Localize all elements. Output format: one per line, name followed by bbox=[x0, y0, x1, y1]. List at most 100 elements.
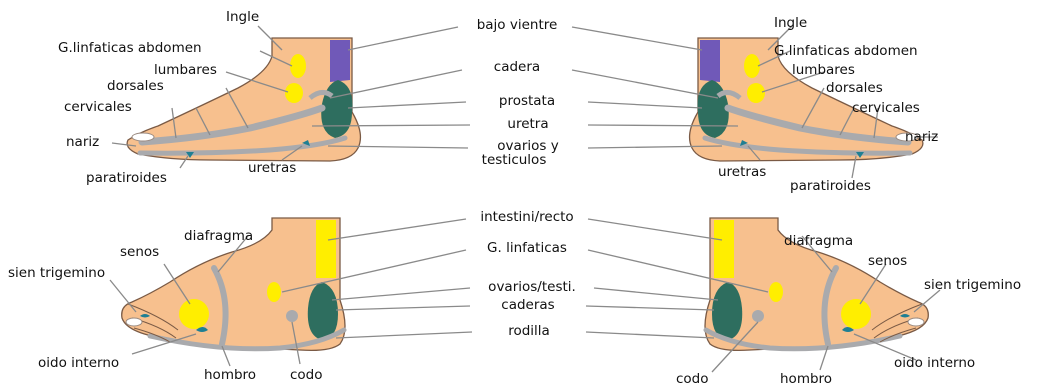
label-lumbares: lumbares bbox=[154, 62, 217, 78]
yellow-spot bbox=[290, 54, 306, 78]
label-codo: codo bbox=[676, 371, 709, 387]
teal-spot bbox=[740, 140, 748, 146]
top-right-foot bbox=[688, 37, 924, 162]
bottom-left-foot bbox=[121, 217, 347, 352]
label-paratiroides: paratiroides bbox=[86, 170, 167, 186]
label-lumbares: lumbares bbox=[792, 62, 855, 78]
label-senos: senos bbox=[868, 253, 908, 269]
leader-line bbox=[171, 107, 177, 139]
green-zone bbox=[712, 282, 743, 340]
leader-line bbox=[331, 287, 471, 301]
leader-line bbox=[873, 107, 879, 139]
sole-band bbox=[147, 327, 347, 352]
yellow-spot bbox=[285, 83, 303, 103]
toe-nail bbox=[125, 317, 143, 327]
leader-line bbox=[221, 345, 231, 367]
label-intestini-recto: intestini/recto bbox=[480, 209, 574, 225]
leader-line bbox=[747, 145, 761, 161]
leader-line bbox=[217, 235, 249, 273]
label-hombro: hombro bbox=[204, 367, 257, 383]
bone-spot bbox=[286, 310, 298, 322]
teal-spot bbox=[196, 327, 208, 332]
leader-line bbox=[281, 249, 467, 293]
teal-spot bbox=[842, 327, 854, 332]
leader-line bbox=[913, 289, 941, 313]
label-cervicales: cervicales bbox=[64, 99, 132, 115]
leader-line bbox=[761, 71, 825, 93]
label-ingle: Ingle bbox=[226, 9, 260, 25]
teal-spot bbox=[302, 140, 310, 146]
leader-line bbox=[767, 25, 793, 51]
leader-line bbox=[585, 331, 715, 339]
leader-line bbox=[225, 71, 289, 93]
leader-line bbox=[111, 142, 137, 147]
hip-arc bbox=[716, 90, 742, 100]
label-ingle: Ingle bbox=[774, 15, 808, 31]
hip-arc bbox=[308, 90, 334, 100]
bone-spot bbox=[752, 310, 764, 322]
label-sien-trigemino: sien trigemino bbox=[924, 277, 1022, 293]
leader-lines bbox=[109, 25, 941, 373]
leader-line bbox=[335, 305, 471, 311]
label-rodilla: rodilla bbox=[508, 323, 550, 339]
label-senos: senos bbox=[120, 244, 160, 260]
leader-line bbox=[801, 87, 825, 129]
teal-spot bbox=[900, 314, 910, 318]
leader-line bbox=[335, 331, 473, 339]
label-g-linfaticas-abdomen: G.linfaticas abdomen bbox=[58, 40, 202, 56]
label-oido-interno: oido interno bbox=[894, 355, 976, 371]
label-codo: codo bbox=[290, 367, 323, 383]
leader-line bbox=[291, 321, 301, 365]
label-dorsales: dorsales bbox=[826, 80, 883, 96]
leader-line bbox=[587, 145, 723, 149]
label-nariz: nariz bbox=[905, 129, 939, 145]
leader-line bbox=[179, 155, 189, 169]
diafragma-band bbox=[821, 265, 839, 347]
leader-line bbox=[109, 279, 137, 313]
leader-line bbox=[587, 101, 703, 109]
yellow-spot bbox=[744, 54, 760, 78]
label-uretra: uretra bbox=[507, 116, 549, 132]
green-zone bbox=[307, 282, 338, 340]
leader-line bbox=[259, 50, 293, 67]
leader-line bbox=[587, 218, 723, 241]
leader-line bbox=[347, 101, 467, 109]
yellow-spot bbox=[747, 83, 765, 103]
label-dorsales: dorsales bbox=[107, 78, 164, 94]
teal-spot bbox=[186, 152, 194, 158]
yellow-spot bbox=[267, 282, 281, 302]
leader-line bbox=[225, 87, 249, 129]
leader-line bbox=[587, 249, 769, 293]
leader-line bbox=[839, 107, 855, 136]
leader-line bbox=[327, 218, 467, 241]
leader-line bbox=[195, 107, 211, 136]
leader-line bbox=[257, 25, 283, 51]
leader-line bbox=[819, 345, 829, 371]
leader-line bbox=[801, 235, 833, 273]
leader-line bbox=[311, 124, 471, 127]
label-ovarios-testiculos-line2: testiculos bbox=[481, 152, 547, 168]
spine-band bbox=[724, 104, 912, 146]
leader-line bbox=[329, 69, 463, 99]
leader-line bbox=[281, 145, 303, 161]
leader-line bbox=[585, 305, 715, 311]
yellow-spot bbox=[179, 299, 209, 329]
label-ovarios-testiculos-line1: ovarios y bbox=[497, 138, 559, 154]
label-g-linfaticas: G. linfaticas bbox=[487, 240, 567, 256]
yellow-spot bbox=[841, 299, 871, 329]
yellow-zone bbox=[316, 220, 336, 278]
leader-line bbox=[131, 333, 197, 355]
label-nariz: nariz bbox=[66, 134, 100, 150]
label-cadera: cadera bbox=[493, 59, 541, 75]
label-oido-interno: oido interno bbox=[38, 355, 120, 371]
label-diafragma: diafragma bbox=[784, 233, 854, 249]
sole-band bbox=[702, 135, 913, 156]
leader-line bbox=[587, 124, 739, 127]
label-sien-trigemino: sien trigemino bbox=[8, 265, 106, 281]
purple-zone bbox=[330, 40, 350, 82]
leader-line bbox=[851, 155, 857, 179]
label-uretras: uretras bbox=[718, 164, 767, 180]
sole-band bbox=[137, 135, 348, 156]
